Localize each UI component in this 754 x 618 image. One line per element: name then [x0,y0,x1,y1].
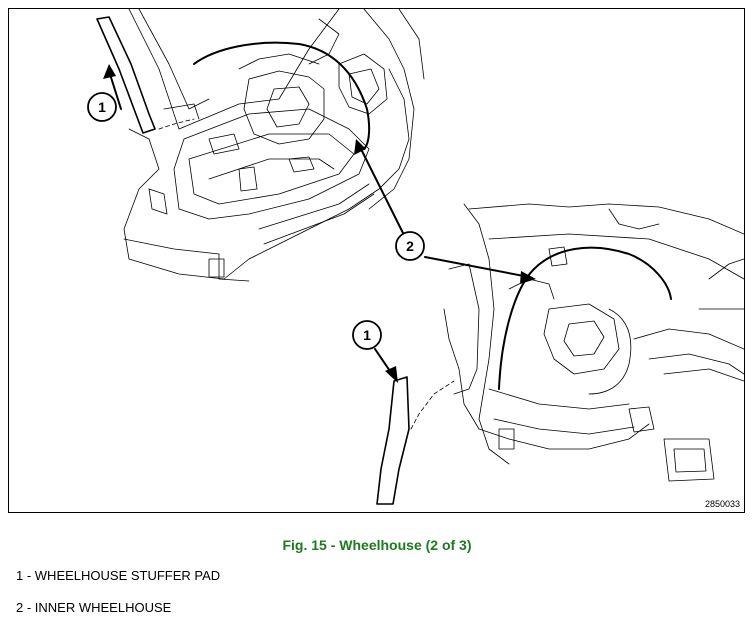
callout-1-upper-number: 1 [98,99,106,115]
callout-1-lower-circle [352,320,382,350]
callout-2-leader-upper [358,144,406,238]
wheelhouse-illustration: 1 1 2 [87,9,744,505]
callout-2-circle [395,231,425,261]
callout-2-leader-lower [424,256,530,278]
callout-1-upper-leader [108,70,122,110]
inner-wheelhouse-upper-outline [193,41,371,150]
callout-2-number: 2 [406,238,414,254]
figure-caption: Fig. 15 - Wheelhouse (2 of 3) [282,537,472,553]
stuffer-pad-lower [376,376,410,505]
callout-1-lower-number: 1 [363,327,371,343]
arrowhead-callout-2-upper [354,139,366,155]
inner-wheelhouse-lower-outline [498,246,672,390]
figure-id-code: 2850033 [704,499,740,509]
arrowhead-callout-2-lower [520,271,536,284]
arrowhead-callout-1-upper [103,64,116,79]
install-path-lower [410,380,455,430]
legend-item-stuffer-pad: 1 - WHEELHOUSE STUFFER PAD [16,568,221,583]
legend-item-inner-wheelhouse: 2 - INNER WHEELHOUSE [16,600,172,615]
install-path-upper [158,118,195,130]
upper-body-structure [123,9,425,282]
illustration-frame: 1 1 2 2850033 [8,8,745,513]
lower-body-structure [443,203,744,482]
arrowhead-callout-1-lower [385,366,398,383]
stuffer-pad-upper [96,16,156,134]
callout-1-upper-circle [87,92,117,122]
